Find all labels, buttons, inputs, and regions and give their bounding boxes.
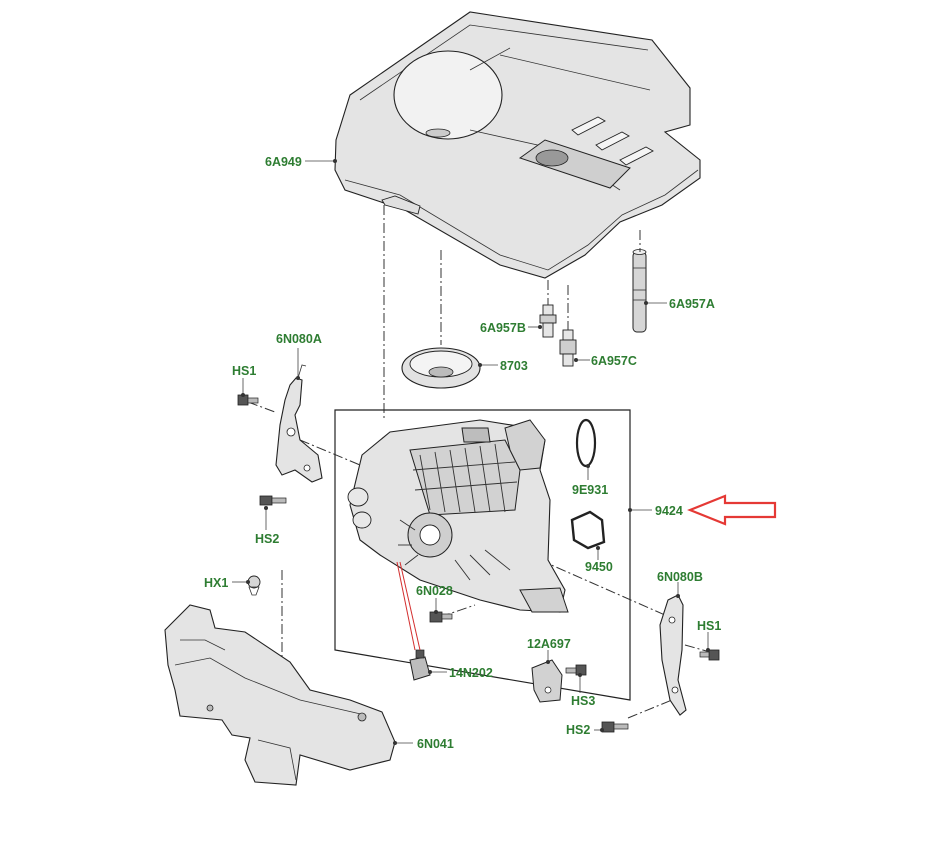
- label-6a957a[interactable]: 6A957A: [669, 297, 715, 311]
- label-6a949[interactable]: 6A949: [265, 155, 302, 169]
- label-6n028[interactable]: 6N028: [416, 584, 453, 598]
- label-hs2-right[interactable]: HS2: [566, 723, 590, 737]
- leader-lines: [232, 159, 710, 745]
- intake-manifold-9424-drawing[interactable]: [334, 409, 631, 701]
- label-14n202[interactable]: 14N202: [449, 666, 493, 680]
- bolt-hs3-drawing[interactable]: [565, 664, 587, 676]
- label-12a697[interactable]: 12A697: [527, 637, 571, 651]
- isolator-8703-drawing[interactable]: [401, 347, 481, 389]
- bracket-6n080a-drawing[interactable]: [275, 364, 323, 483]
- label-9424[interactable]: 9424: [655, 504, 683, 518]
- label-hs3[interactable]: HS3: [571, 694, 595, 708]
- label-6n080b[interactable]: 6N080B: [657, 570, 703, 584]
- label-9e931[interactable]: 9E931: [572, 483, 608, 497]
- gasket-9450-drawing[interactable]: [570, 510, 606, 550]
- bolt-hs2-right-drawing[interactable]: [601, 721, 629, 733]
- label-8703[interactable]: 8703: [500, 359, 528, 373]
- bolt-hs1-right-drawing[interactable]: [699, 649, 720, 661]
- sensor-14n202-drawing[interactable]: [409, 649, 431, 681]
- sensor-12a697-drawing[interactable]: [531, 659, 563, 703]
- grommet-6a957c-drawing[interactable]: [559, 329, 577, 367]
- label-6a957c[interactable]: 6A957C: [591, 354, 637, 368]
- label-6a957b[interactable]: 6A957B: [480, 321, 526, 335]
- grommet-6a957b-drawing[interactable]: [539, 304, 557, 338]
- sensor-wire-lines: [396, 561, 421, 651]
- clip-hx1-drawing[interactable]: [247, 575, 261, 596]
- label-hs1-left[interactable]: HS1: [232, 364, 256, 378]
- label-hs2-left[interactable]: HS2: [255, 532, 279, 546]
- heat-shield-6n041-drawing[interactable]: [164, 604, 396, 786]
- label-hx1[interactable]: HX1: [204, 576, 228, 590]
- part-labels: 6A949 6A957A 6A957B 6A957C 8703 6N080A H…: [204, 155, 721, 751]
- bracket-6n080b-drawing[interactable]: [659, 594, 687, 716]
- highlight-arrow-icon: [687, 494, 777, 526]
- bolt-hs1-left-drawing[interactable]: [237, 394, 259, 406]
- label-hs1-right[interactable]: HS1: [697, 619, 721, 633]
- grommet-6a957a-drawing[interactable]: [632, 249, 647, 333]
- bolt-hs2-left-drawing[interactable]: [259, 495, 287, 506]
- engine-cover-drawing[interactable]: [334, 11, 701, 279]
- label-9450[interactable]: 9450: [585, 560, 613, 574]
- gasket-9e931-drawing[interactable]: [575, 418, 597, 468]
- label-6n080a[interactable]: 6N080A: [276, 332, 322, 346]
- label-6n041[interactable]: 6N041: [417, 737, 454, 751]
